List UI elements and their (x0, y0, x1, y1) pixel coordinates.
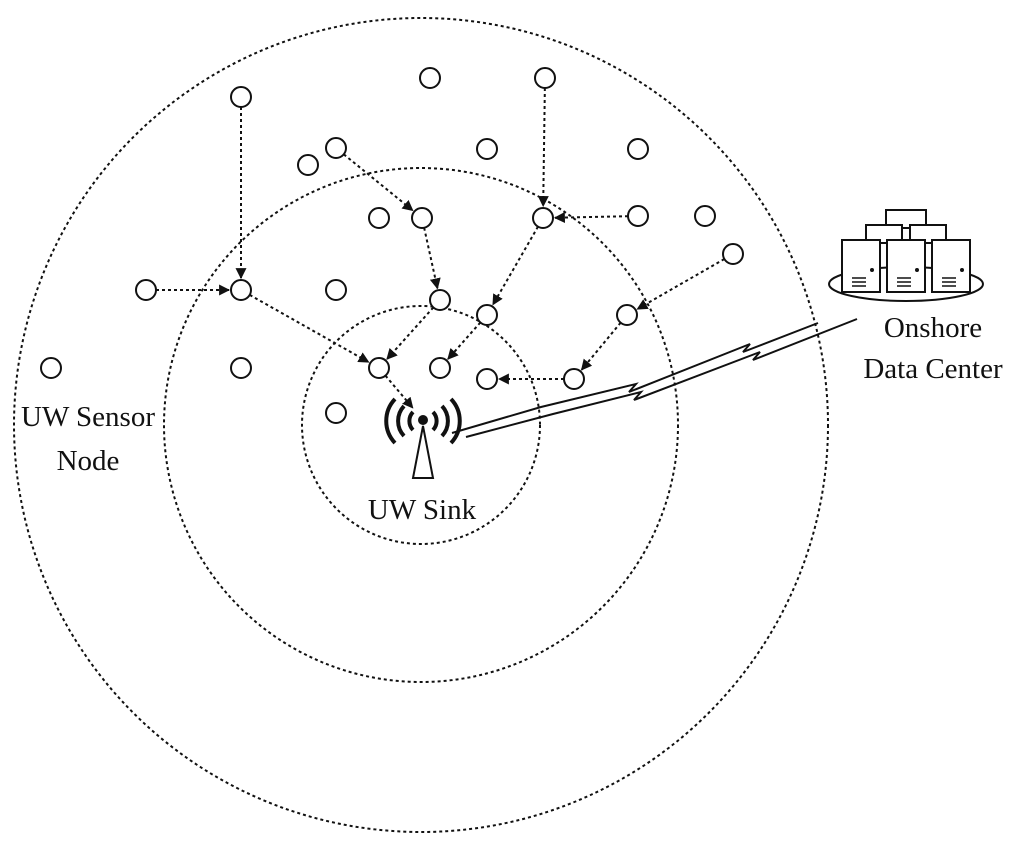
routing-arrow (580, 322, 622, 371)
sensor-node (563, 368, 585, 390)
routing-arrow (447, 321, 482, 360)
routing-arrow (343, 153, 414, 212)
sensor-node (694, 205, 716, 227)
routing-arrow (249, 294, 370, 363)
sensor-node (616, 304, 638, 326)
routing-arrow (386, 306, 435, 360)
routing-links (156, 87, 725, 409)
sensor-node (627, 138, 649, 160)
sensor-node (476, 368, 498, 390)
routing-arrow (423, 227, 441, 290)
sensor-node (230, 279, 252, 301)
center-label-line2: Data Center (863, 353, 1003, 385)
routing-arrow (384, 374, 414, 409)
server-rack-icon (828, 209, 984, 302)
sensor-node (627, 205, 649, 227)
sensor-label-line1: UW Sensor (21, 401, 155, 433)
sensor-node (297, 154, 319, 176)
center-label-line1: Onshore (884, 312, 982, 344)
sensor-node (230, 357, 252, 379)
routing-arrow (636, 258, 725, 310)
sensor-node (325, 402, 347, 424)
sensor-node (532, 207, 554, 229)
sensor-node (429, 289, 451, 311)
sensor-node (368, 357, 390, 379)
antenna-tower-icon (384, 397, 462, 479)
middle-ring (163, 167, 679, 683)
sensor-node (722, 243, 744, 265)
sensor-nodes (40, 67, 744, 424)
sensor-node (419, 67, 441, 89)
sensor-node (368, 207, 390, 229)
sensor-node (476, 138, 498, 160)
routing-arrow (537, 87, 549, 208)
sensor-node (476, 304, 498, 326)
sensor-node (534, 67, 556, 89)
range-rings (13, 17, 829, 833)
routing-arrow (492, 226, 539, 306)
inner-ring (301, 305, 541, 545)
sensor-node (411, 207, 433, 229)
outer-ring (13, 17, 829, 833)
sensor-node (135, 279, 157, 301)
routing-arrow (553, 212, 629, 224)
sensor-node (325, 137, 347, 159)
sink-label: UW Sink (368, 494, 477, 526)
sensor-node (230, 86, 252, 108)
wireless-link-icon (451, 318, 858, 438)
sensor-node (40, 357, 62, 379)
sensor-node (429, 357, 451, 379)
sensor-node (325, 279, 347, 301)
sensor-label-line2: Node (57, 445, 120, 477)
